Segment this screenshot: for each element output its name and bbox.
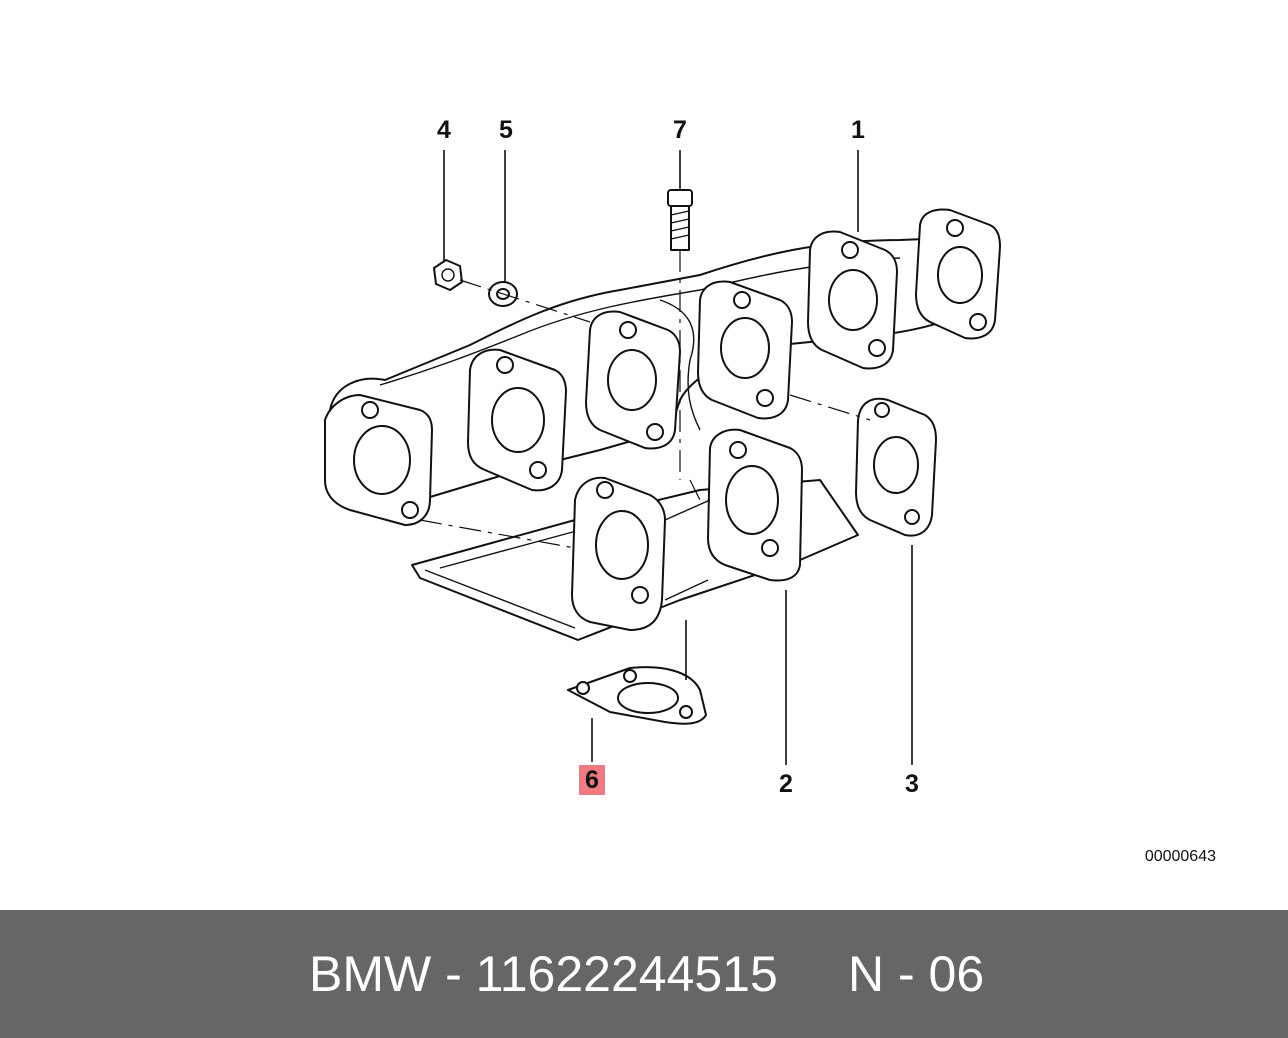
callout-2[interactable]: 2 bbox=[779, 770, 793, 798]
callout-1[interactable]: 1 bbox=[851, 116, 865, 144]
gasket-3 bbox=[855, 397, 937, 537]
bolt bbox=[667, 189, 693, 251]
callout-4[interactable]: 4 bbox=[437, 116, 451, 144]
heat-shield bbox=[411, 428, 859, 641]
nut bbox=[433, 259, 463, 291]
callout-7[interactable]: 7 bbox=[673, 116, 687, 144]
gasket-6 bbox=[567, 666, 707, 725]
callout-6-highlighted[interactable]: 6 bbox=[579, 765, 605, 795]
footer-position: N - 06 bbox=[848, 946, 985, 1002]
callout-5[interactable]: 5 bbox=[499, 116, 513, 144]
callout-3[interactable]: 3 bbox=[905, 770, 919, 798]
footer-bar: BMW - 11622244515 N - 06 bbox=[0, 910, 1288, 1038]
exhaust-manifold bbox=[324, 208, 1001, 526]
footer-part-number: BMW - 11622244515 bbox=[309, 946, 778, 1002]
exhaust-manifold-diagram bbox=[324, 150, 1001, 765]
diagram-reference-code: 00000643 bbox=[1144, 848, 1216, 865]
